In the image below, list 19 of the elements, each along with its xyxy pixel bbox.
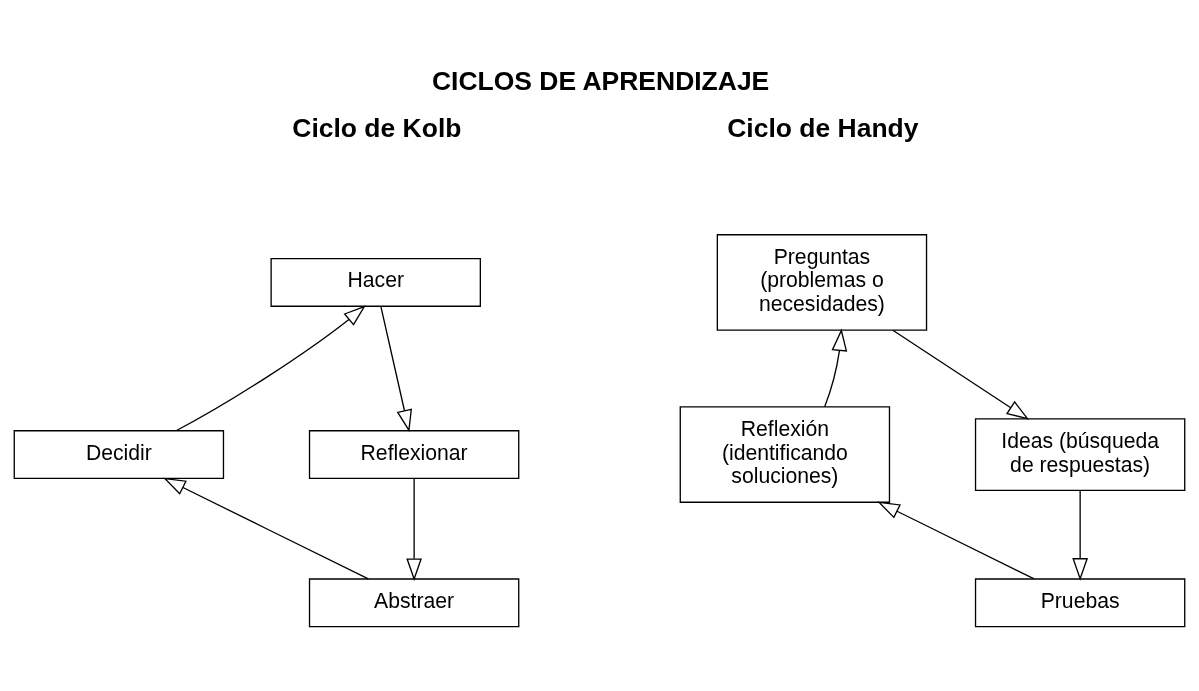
node-box: Preguntas (problemas o necesidades) (716, 233, 928, 331)
node-box: Ideas (búsqueda de respuestas) (974, 417, 1186, 491)
arrow (824, 328, 848, 407)
arrow (163, 477, 369, 580)
node-box: Hacer (270, 257, 481, 307)
node-box: Decidir (13, 429, 225, 479)
node-box: Reflexionar (308, 429, 520, 479)
arrow (406, 477, 422, 581)
arrow (892, 329, 1030, 420)
node-box: Pruebas (974, 577, 1186, 627)
label: Ciclo de Handy (727, 112, 919, 143)
arrow (380, 305, 413, 432)
arrow (1072, 489, 1089, 581)
diagram-title: CICLOS DE APRENDIZAJE (432, 65, 770, 96)
arrow (877, 501, 1035, 580)
label: Ciclo de Kolb (292, 112, 462, 143)
arrow (175, 304, 366, 431)
node-box: Reflexión (identificando soluciones) (679, 405, 891, 503)
node-box: Abstraer (308, 577, 520, 627)
